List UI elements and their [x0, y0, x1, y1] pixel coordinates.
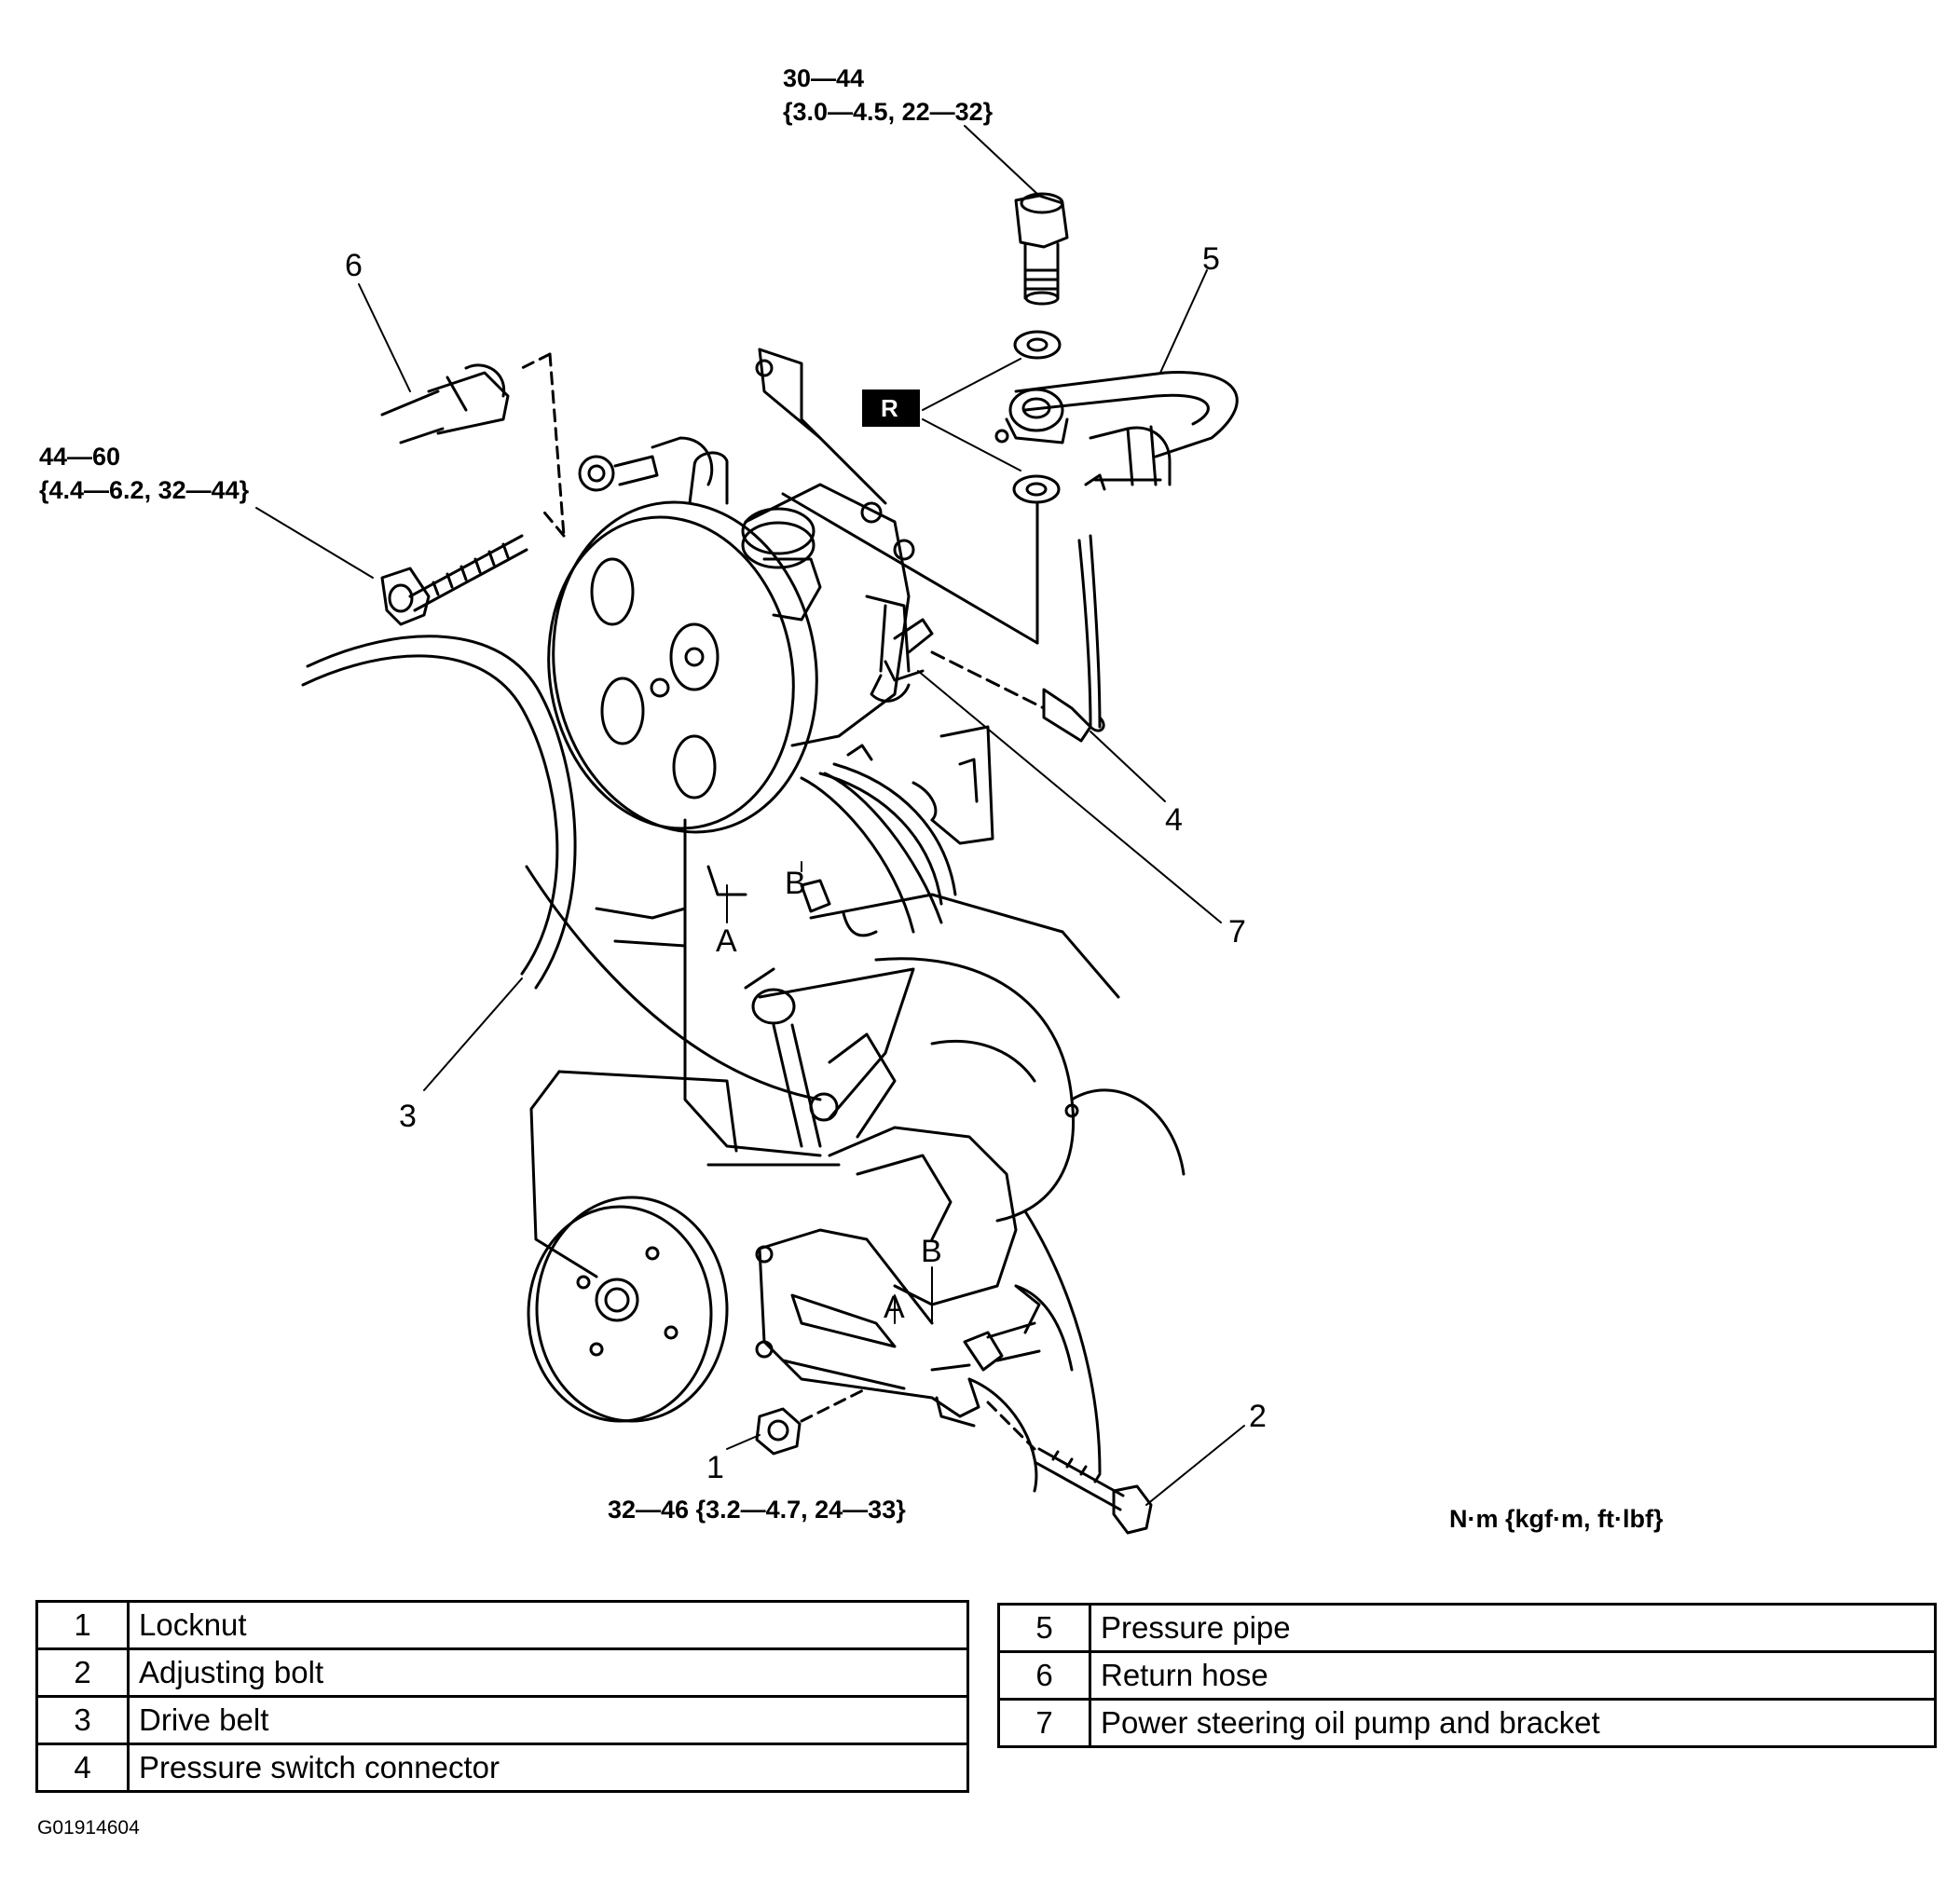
pump-pulley — [525, 481, 843, 853]
legend-number: 2 — [35, 1647, 130, 1698]
label-b-upper: B — [785, 866, 806, 901]
banjo-bolt-torque-nm: 30—44 — [783, 64, 865, 92]
legend-number: 6 — [997, 1650, 1091, 1701]
legend-number: 4 — [35, 1743, 130, 1793]
legend-table-left: 1 Locknut 2 Adjusting bolt 3 Drive belt … — [35, 1600, 969, 1793]
adjusting-bracket — [757, 1128, 1072, 1426]
label-a-lower: A — [884, 1290, 905, 1325]
callout-2: 2 — [1249, 1399, 1267, 1434]
banjo-bolt — [783, 194, 1067, 643]
locknut — [757, 1388, 867, 1454]
legend-number: 3 — [35, 1695, 130, 1745]
callout-7: 7 — [1228, 914, 1246, 950]
torque-units: N·m {kgf·m, ft·lbf} — [1449, 1505, 1664, 1533]
callout-3: 3 — [399, 1099, 417, 1134]
locknut-torque: 32—46 {3.2—4.7, 24—33} — [608, 1496, 906, 1524]
legend-label: Pressure switch connector — [127, 1743, 969, 1793]
upper-bolt-torque-nm: 44—60 — [39, 443, 121, 471]
legend-label: Drive belt — [127, 1695, 969, 1745]
callout-5: 5 — [1202, 241, 1220, 277]
legend-label: Pressure pipe — [1089, 1603, 1937, 1653]
legend-row: 5 Pressure pipe — [997, 1603, 1937, 1653]
pressure-switch-connector — [932, 652, 1103, 741]
engine-block — [531, 820, 1184, 1491]
banjo-bolt-torque-alt: {3.0—4.5, 22—32} — [783, 98, 994, 126]
legend-label: Power steering oil pump and bracket — [1089, 1698, 1937, 1748]
legend-row: 2 Adjusting bolt — [35, 1647, 969, 1698]
callout-4: 4 — [1165, 802, 1183, 838]
drive-belt — [303, 636, 820, 1100]
legend-number: 1 — [35, 1600, 130, 1650]
callout-1: 1 — [706, 1450, 724, 1485]
pressure-pipe — [996, 373, 1237, 727]
banjo-bolt-torque: 30—44 {3.0—4.5, 22—32} — [783, 62, 993, 129]
legend-number: 5 — [997, 1603, 1091, 1653]
lower-hose — [820, 745, 955, 904]
upper-bolt-torque-alt: {4.4—6.2, 32—44} — [39, 476, 250, 504]
crank-pulley — [528, 1197, 727, 1421]
legend-row: 3 Drive belt — [35, 1695, 969, 1745]
upper-bolt-torque: 44—60 {4.4—6.2, 32—44} — [39, 440, 249, 507]
adjusting-bolt — [932, 1286, 1151, 1533]
legend-number: 7 — [997, 1698, 1091, 1748]
legend-label: Adjusting bolt — [127, 1647, 969, 1698]
figure-id: G01914604 — [37, 1817, 140, 1838]
label-b-lower: B — [921, 1234, 942, 1269]
legend-table-right: 5 Pressure pipe 6 Return hose 7 Power st… — [997, 1603, 1937, 1748]
leader-lines — [256, 126, 1244, 1505]
legend-row: 6 Return hose — [997, 1650, 1937, 1701]
upper-bolt — [382, 536, 527, 624]
legend-row: 1 Locknut — [35, 1600, 969, 1650]
legend-row: 7 Power steering oil pump and bracket — [997, 1698, 1937, 1748]
oil-pump-body — [580, 349, 932, 745]
pump-bracket — [708, 727, 993, 1146]
legend-label: Return hose — [1089, 1650, 1937, 1701]
replace-mark-label: R — [881, 394, 898, 422]
legend-row: 4 Pressure switch connector — [35, 1743, 969, 1793]
replace-mark-box — [862, 390, 920, 427]
label-a-upper: A — [716, 923, 737, 959]
callout-6: 6 — [345, 248, 363, 283]
return-hose — [382, 354, 564, 536]
legend-label: Locknut — [127, 1600, 969, 1650]
